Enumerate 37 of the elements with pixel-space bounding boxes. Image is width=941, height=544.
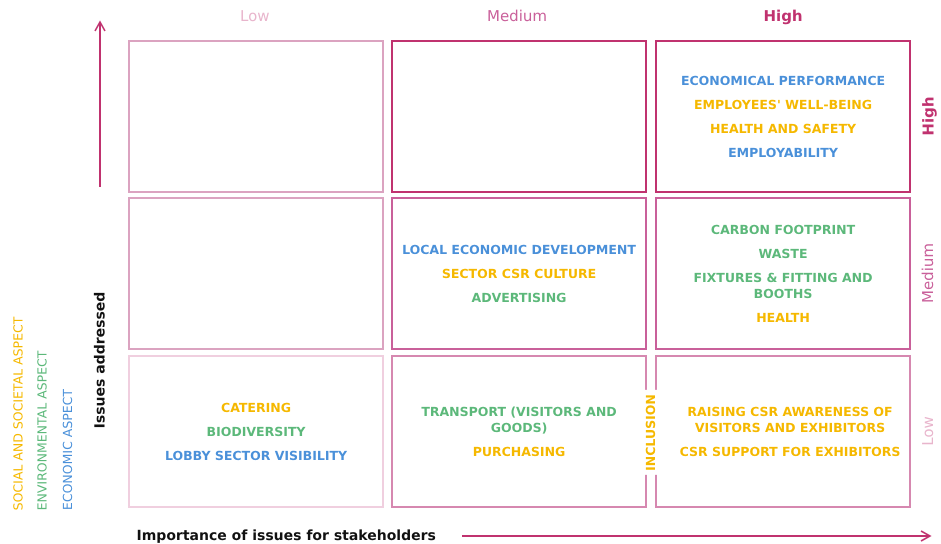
matrix-cell — [128, 355, 384, 508]
issue-text: PURCHASING — [472, 444, 566, 460]
row-header: High — [919, 96, 938, 136]
category-label: INCLUSION — [642, 390, 658, 474]
issue-text: EMPLOYEES' WELL-BEING — [694, 96, 872, 112]
issue-text: FIXTURES & FITTING AND BOOTHS — [692, 270, 874, 302]
axis-title: Issues addressed — [92, 292, 108, 428]
column-header: Low — [240, 7, 270, 25]
issue-text: BIODIVERSITY — [206, 424, 306, 440]
issue-text: SECTOR CSR CULTURE — [442, 266, 596, 282]
issue-text: WASTE — [758, 246, 808, 262]
axis-title: Importance of issues for stakeholders — [136, 528, 436, 544]
issue-text: LOCAL ECONOMIC DEVELOPMENT — [402, 242, 636, 258]
issue-text: ADVERTISING — [472, 290, 566, 306]
issue-text: EMPLOYABILITY — [728, 144, 838, 160]
legend-text: SOCIAL AND SOCIETAL ASPECT — [10, 316, 26, 510]
issue-text: CARBON FOOTPRINT — [710, 222, 856, 238]
issue-text: HEALTH — [756, 310, 810, 326]
legend-text: ECONOMIC ASPECT — [60, 388, 75, 510]
matrix-cell — [655, 197, 911, 350]
issue-text: HEALTH AND SAFETY — [710, 120, 856, 136]
matrix-cell — [391, 40, 647, 193]
legend-text: ENVIRONMENTAL ASPECT — [34, 350, 50, 510]
matrix-cell — [391, 197, 647, 350]
column-header: High — [764, 7, 803, 25]
matrix-cell — [655, 40, 911, 193]
matrix-cell — [128, 40, 384, 193]
issue-text: CSR SUPPORT FOR EXHIBITORS — [680, 444, 900, 460]
issue-text: LOBBY SECTOR VISIBILITY — [164, 448, 348, 464]
column-header: Medium — [487, 7, 547, 25]
row-header: Medium — [919, 243, 937, 303]
row-header: Low — [918, 416, 937, 446]
matrix-cell — [128, 197, 384, 350]
issue-text: ECONOMICAL PERFORMANCE — [680, 72, 886, 88]
issue-text: RAISING CSR AWARENESS OF VISITORS AND EXHIBITORS — [686, 404, 894, 436]
issue-text: CATERING — [221, 400, 291, 416]
issue-text: TRANSPORT (VISITORS AND GOODS) — [420, 404, 618, 436]
